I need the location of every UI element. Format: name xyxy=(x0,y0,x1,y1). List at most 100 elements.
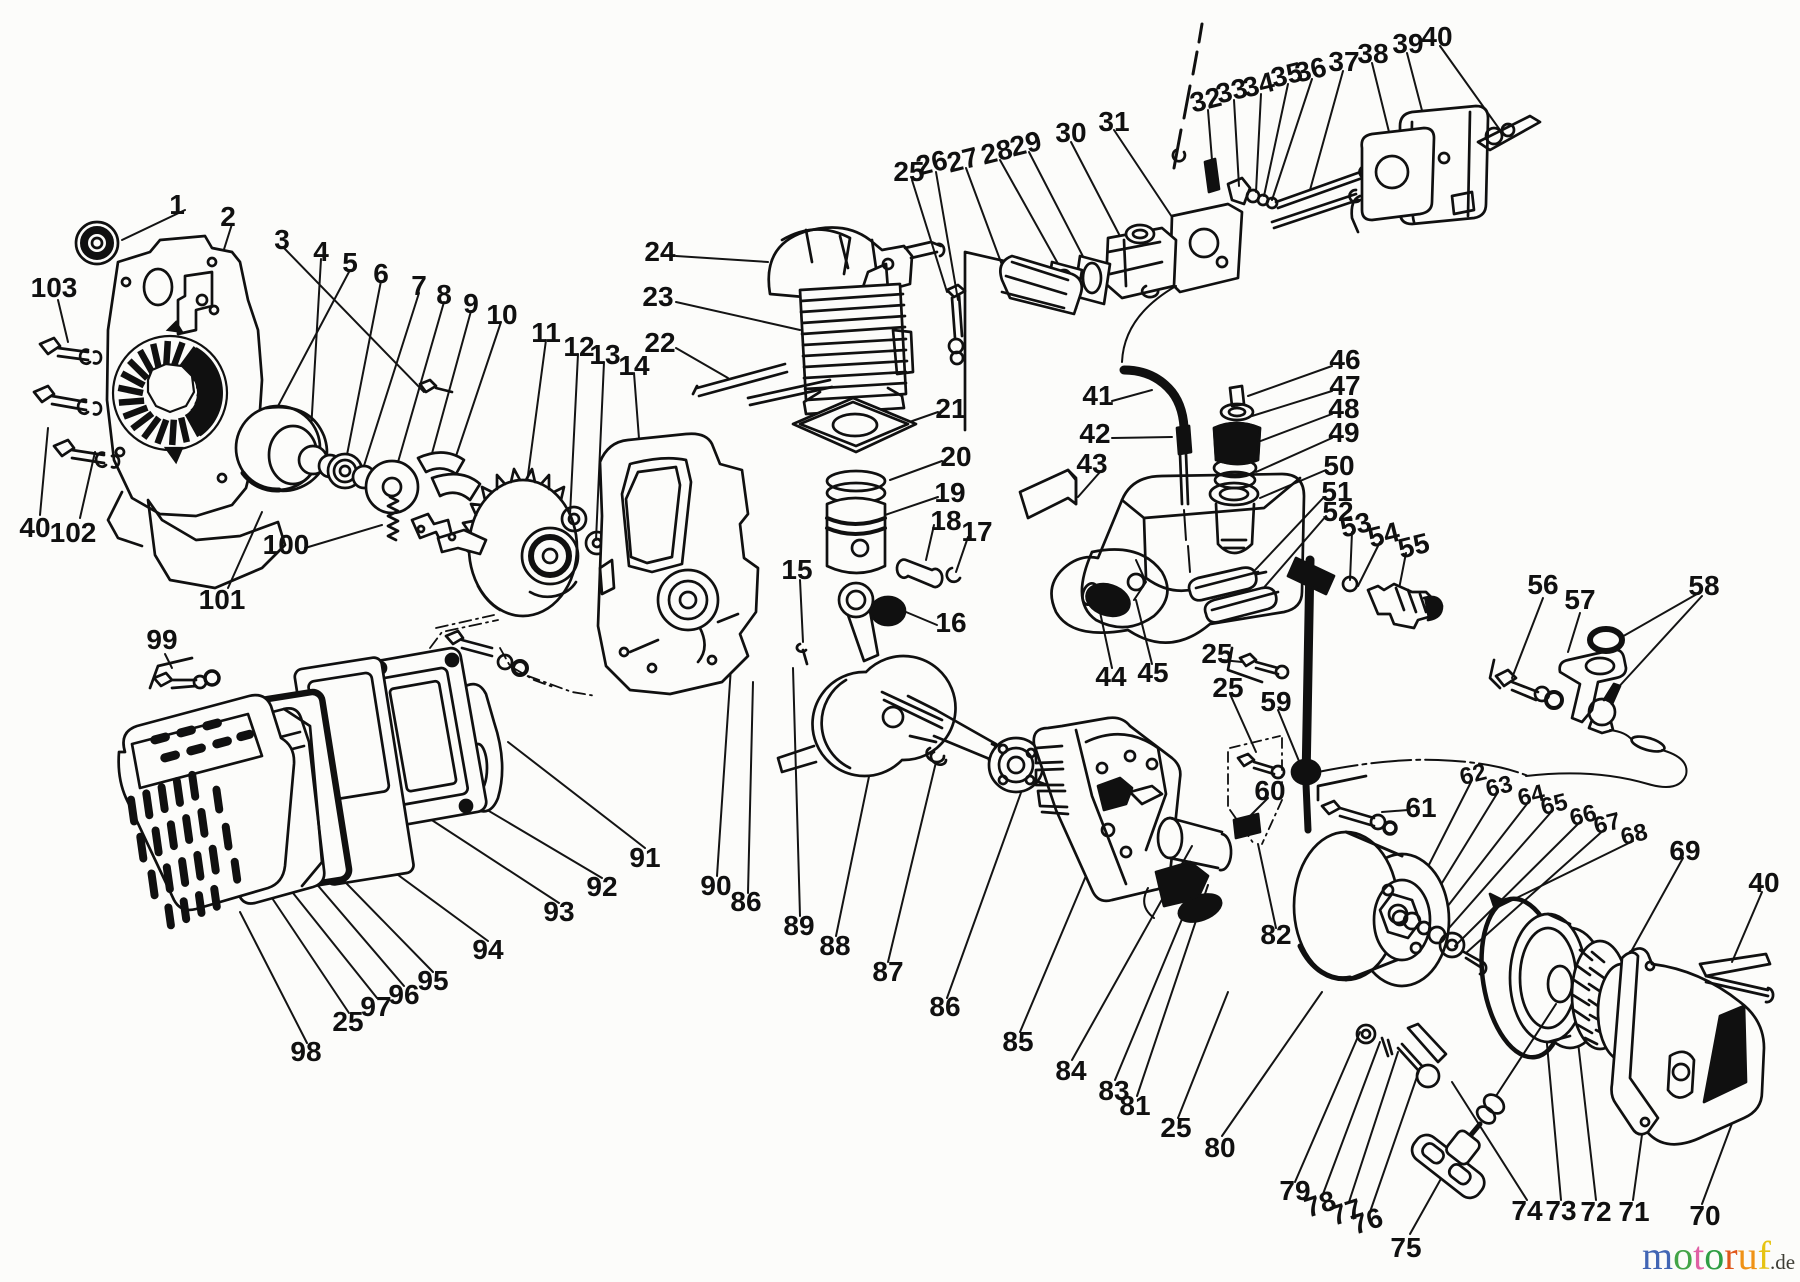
svg-text:87: 87 xyxy=(872,956,903,987)
svg-text:22: 22 xyxy=(644,327,675,358)
svg-text:48: 48 xyxy=(1328,393,1359,424)
svg-text:10: 10 xyxy=(486,299,517,330)
svg-text:2: 2 xyxy=(220,201,236,232)
svg-text:37: 37 xyxy=(1328,46,1359,77)
svg-text:18: 18 xyxy=(930,505,961,536)
svg-text:74: 74 xyxy=(1511,1195,1543,1226)
svg-text:101: 101 xyxy=(199,584,246,615)
svg-text:63: 63 xyxy=(1483,770,1515,803)
svg-text:25: 25 xyxy=(1160,1112,1191,1143)
svg-text:25: 25 xyxy=(893,156,924,187)
svg-text:56: 56 xyxy=(1527,569,1558,600)
svg-text:95: 95 xyxy=(417,965,448,996)
svg-text:43: 43 xyxy=(1076,448,1107,479)
svg-text:29: 29 xyxy=(1007,125,1045,163)
svg-text:71: 71 xyxy=(1618,1196,1649,1227)
svg-text:44: 44 xyxy=(1095,661,1127,692)
svg-text:93: 93 xyxy=(543,896,574,927)
svg-text:1: 1 xyxy=(169,189,185,220)
svg-text:4: 4 xyxy=(313,236,329,267)
svg-text:86: 86 xyxy=(929,991,960,1022)
svg-text:23: 23 xyxy=(642,281,673,312)
svg-text:17: 17 xyxy=(961,516,992,547)
svg-text:68: 68 xyxy=(1618,818,1650,851)
svg-text:39: 39 xyxy=(1392,28,1423,59)
svg-text:46: 46 xyxy=(1329,344,1360,375)
svg-text:40: 40 xyxy=(1421,21,1452,52)
svg-text:38: 38 xyxy=(1357,38,1388,69)
svg-text:19: 19 xyxy=(934,477,965,508)
svg-text:28: 28 xyxy=(978,133,1016,171)
svg-text:98: 98 xyxy=(290,1036,321,1067)
svg-text:30: 30 xyxy=(1055,117,1086,148)
svg-text:3: 3 xyxy=(274,224,290,255)
svg-text:69: 69 xyxy=(1669,835,1700,866)
svg-text:84: 84 xyxy=(1055,1055,1087,1086)
svg-text:51: 51 xyxy=(1321,476,1352,507)
svg-text:58: 58 xyxy=(1688,570,1719,601)
svg-text:32: 32 xyxy=(1187,81,1225,119)
svg-text:40: 40 xyxy=(19,512,50,543)
svg-text:24: 24 xyxy=(644,236,676,267)
svg-text:97: 97 xyxy=(360,991,391,1022)
svg-text:14: 14 xyxy=(618,350,650,381)
svg-text:61: 61 xyxy=(1405,792,1436,823)
svg-text:11: 11 xyxy=(531,317,561,348)
svg-text:52: 52 xyxy=(1322,496,1353,527)
svg-text:75: 75 xyxy=(1390,1232,1421,1263)
svg-text:12: 12 xyxy=(563,331,594,362)
svg-text:67: 67 xyxy=(1591,807,1623,840)
svg-text:42: 42 xyxy=(1079,418,1110,449)
svg-text:96: 96 xyxy=(388,979,419,1010)
svg-text:27: 27 xyxy=(944,141,982,179)
svg-text:25: 25 xyxy=(1201,638,1232,669)
svg-text:59: 59 xyxy=(1260,686,1291,717)
svg-text:91: 91 xyxy=(629,842,660,873)
svg-text:65: 65 xyxy=(1538,788,1570,821)
svg-text:13: 13 xyxy=(589,339,620,370)
svg-text:60: 60 xyxy=(1254,775,1285,806)
svg-text:40: 40 xyxy=(1748,867,1779,898)
svg-text:53: 53 xyxy=(1337,506,1375,544)
svg-text:55: 55 xyxy=(1395,527,1433,565)
svg-text:motoruf: motoruf xyxy=(1642,1233,1772,1278)
svg-text:15: 15 xyxy=(781,554,812,585)
svg-text:103: 103 xyxy=(31,272,78,303)
svg-text:57: 57 xyxy=(1564,584,1595,615)
svg-text:33: 33 xyxy=(1213,72,1251,110)
svg-text:66: 66 xyxy=(1567,799,1599,832)
svg-text:86: 86 xyxy=(730,886,761,917)
svg-text:72: 72 xyxy=(1580,1196,1611,1227)
svg-text:31: 31 xyxy=(1098,106,1129,137)
svg-text:90: 90 xyxy=(700,870,731,901)
svg-text:99: 99 xyxy=(146,624,177,655)
svg-text:49: 49 xyxy=(1328,417,1359,448)
svg-text:89: 89 xyxy=(783,910,814,941)
svg-text:21: 21 xyxy=(935,393,966,424)
svg-text:20: 20 xyxy=(940,441,971,472)
svg-text:70: 70 xyxy=(1689,1200,1720,1231)
svg-text:25: 25 xyxy=(332,1006,363,1037)
svg-text:9: 9 xyxy=(463,288,479,319)
svg-text:79: 79 xyxy=(1279,1175,1310,1206)
svg-text:50: 50 xyxy=(1323,450,1354,481)
svg-text:100: 100 xyxy=(263,529,310,560)
svg-text:26: 26 xyxy=(913,144,951,182)
svg-text:73: 73 xyxy=(1545,1195,1576,1226)
svg-text:92: 92 xyxy=(586,871,617,902)
svg-text:25: 25 xyxy=(1212,672,1243,703)
svg-text:94: 94 xyxy=(472,934,504,965)
svg-text:102: 102 xyxy=(50,517,97,548)
svg-text:85: 85 xyxy=(1002,1026,1033,1057)
svg-text:47: 47 xyxy=(1329,370,1360,401)
svg-text:62: 62 xyxy=(1457,758,1489,791)
svg-text:6: 6 xyxy=(373,258,389,289)
svg-text:16: 16 xyxy=(935,607,966,638)
svg-text:83: 83 xyxy=(1098,1075,1129,1106)
svg-text:45: 45 xyxy=(1137,657,1168,688)
svg-text:80: 80 xyxy=(1204,1132,1235,1163)
svg-text:41: 41 xyxy=(1082,380,1113,411)
svg-text:.de: .de xyxy=(1770,1250,1795,1274)
svg-text:36: 36 xyxy=(1292,51,1330,89)
svg-text:7: 7 xyxy=(411,270,427,301)
